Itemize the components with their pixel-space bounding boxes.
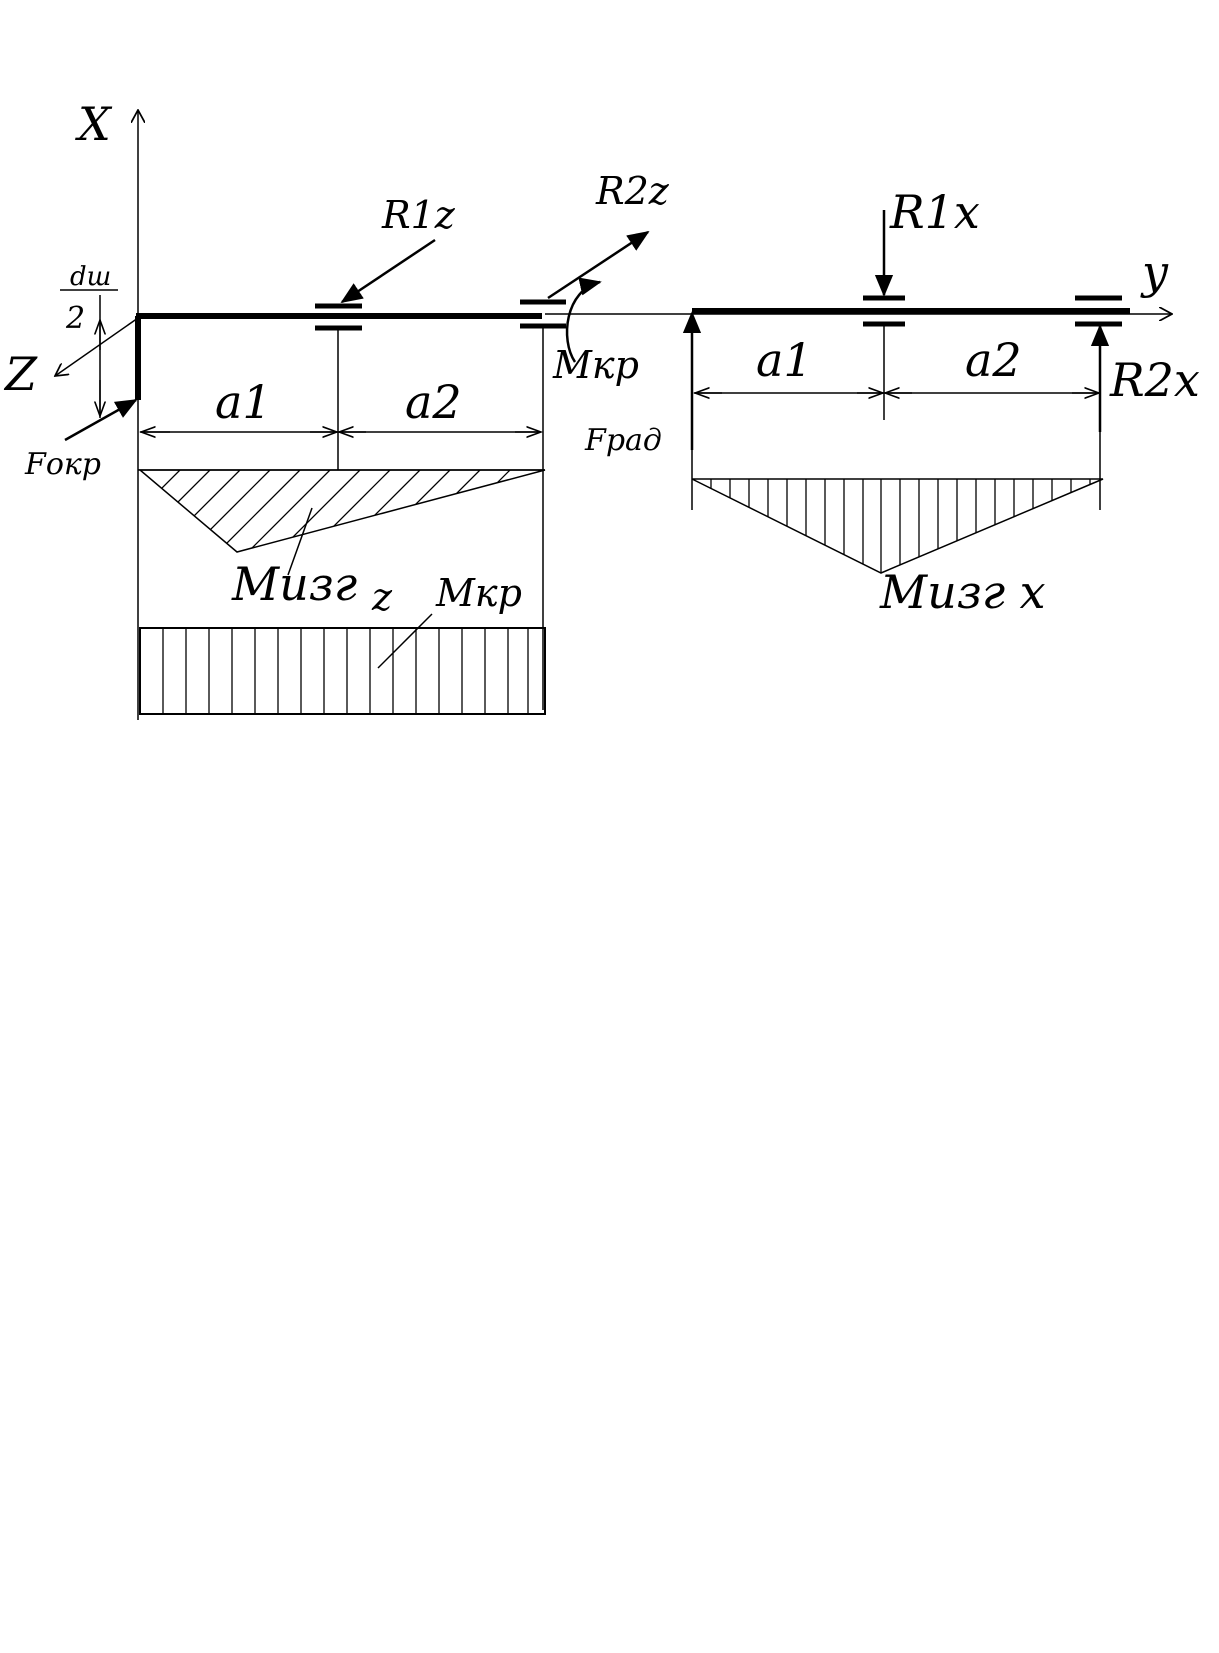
m-izg-z-leader [287, 507, 313, 576]
d-fraction-denominator: 2 [65, 301, 85, 336]
m-izg-z-diagram [137, 469, 546, 553]
a1-left-label: a1 [215, 375, 272, 429]
a2-right-label: a2 [965, 333, 1022, 387]
r1x-label: R1x [889, 185, 980, 239]
a2-left-label: a2 [405, 375, 462, 429]
r2z-arrow [547, 230, 650, 300]
right-view: y R1x R2x Fрад a1 a2 [545, 185, 1200, 619]
x-axis-label: X [75, 97, 113, 151]
m-izg-z-subscript: z [371, 575, 393, 619]
m-kr-leader [377, 613, 433, 669]
m-izg-z-label: Mизг [231, 557, 357, 611]
m-izg-x-hatch [710, 479, 1091, 573]
z-axis [55, 317, 139, 376]
r1z-arrow [340, 238, 436, 304]
d-fraction-numerator: dш [70, 262, 111, 292]
m-izg-x-diagram [691, 478, 1104, 574]
r1z-label: R1z [381, 193, 456, 237]
a1-right-label: a1 [756, 333, 813, 387]
left-view: X Z dш 2 Fокр R1z R2z Mкр [3, 97, 670, 720]
z-axis-label: Z [3, 347, 38, 401]
y-axis-label: y [1140, 245, 1169, 299]
m-kr-hatch [162, 628, 529, 714]
m-kr-diagram [139, 627, 546, 715]
r2z-label: R2z [595, 169, 670, 213]
f-rad-label: Fрад [584, 423, 662, 458]
m-izg-x-label: Mизг x [879, 565, 1046, 619]
mkr-top-label: Mкр [552, 343, 639, 387]
f-okr-label: Fокр [24, 447, 101, 482]
f-okr-arrow [64, 398, 138, 442]
m-izg-z-hatch [140, 470, 545, 552]
mkr-torque-arrow [565, 277, 602, 363]
r2x-label: R2x [1109, 353, 1200, 407]
m-kr-diagram-label: Mкр [435, 571, 522, 615]
